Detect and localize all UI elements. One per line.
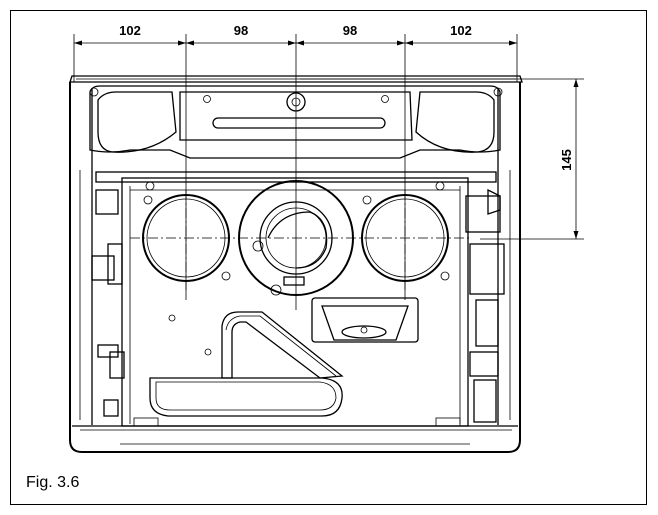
- vertical-dimension: 145: [300, 78, 584, 240]
- dimension-label-3: 98: [343, 23, 357, 38]
- flue-openings: [130, 180, 470, 296]
- horizontal-dimensions: 102 98 98 102: [73, 23, 518, 310]
- dimension-label-vertical: 145: [559, 149, 574, 171]
- dimension-label-4: 102: [450, 23, 472, 38]
- figure-border: [10, 10, 647, 505]
- lower-features: [91, 188, 505, 427]
- figure-caption: Fig. 3.6: [26, 474, 79, 491]
- dimension-label-1: 102: [119, 23, 141, 38]
- dimension-label-2: 98: [234, 23, 248, 38]
